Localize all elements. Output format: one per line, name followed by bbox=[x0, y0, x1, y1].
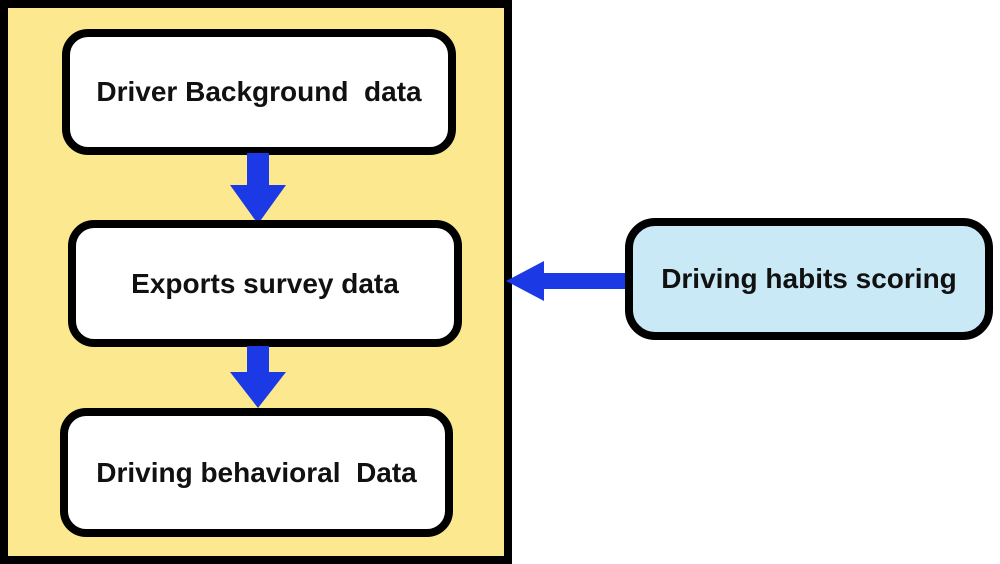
arrow-down-shape bbox=[230, 346, 286, 408]
node-driving-habits-scoring-label: Driving habits scoring bbox=[661, 263, 957, 294]
node-exports-survey-data-label: Exports survey data bbox=[131, 267, 399, 299]
arrow-down-icon bbox=[230, 153, 286, 224]
arrow-down-icon bbox=[230, 346, 286, 408]
arrow-down-shape bbox=[230, 153, 286, 224]
node-driving-behavioral-data-label: Driving behavioral Data bbox=[96, 456, 417, 488]
arrow-left-shape bbox=[506, 261, 628, 301]
node-driving-behavioral-data: Driving behavioral Data bbox=[60, 408, 453, 537]
node-exports-survey-data: Exports survey data bbox=[68, 220, 462, 347]
node-driver-background-data: Driver Background data bbox=[62, 29, 456, 155]
node-driving-habits-scoring: Driving habits scoring bbox=[625, 218, 993, 340]
node-driver-background-data-label: Driver Background data bbox=[96, 76, 422, 107]
arrow-left-icon bbox=[506, 261, 628, 301]
